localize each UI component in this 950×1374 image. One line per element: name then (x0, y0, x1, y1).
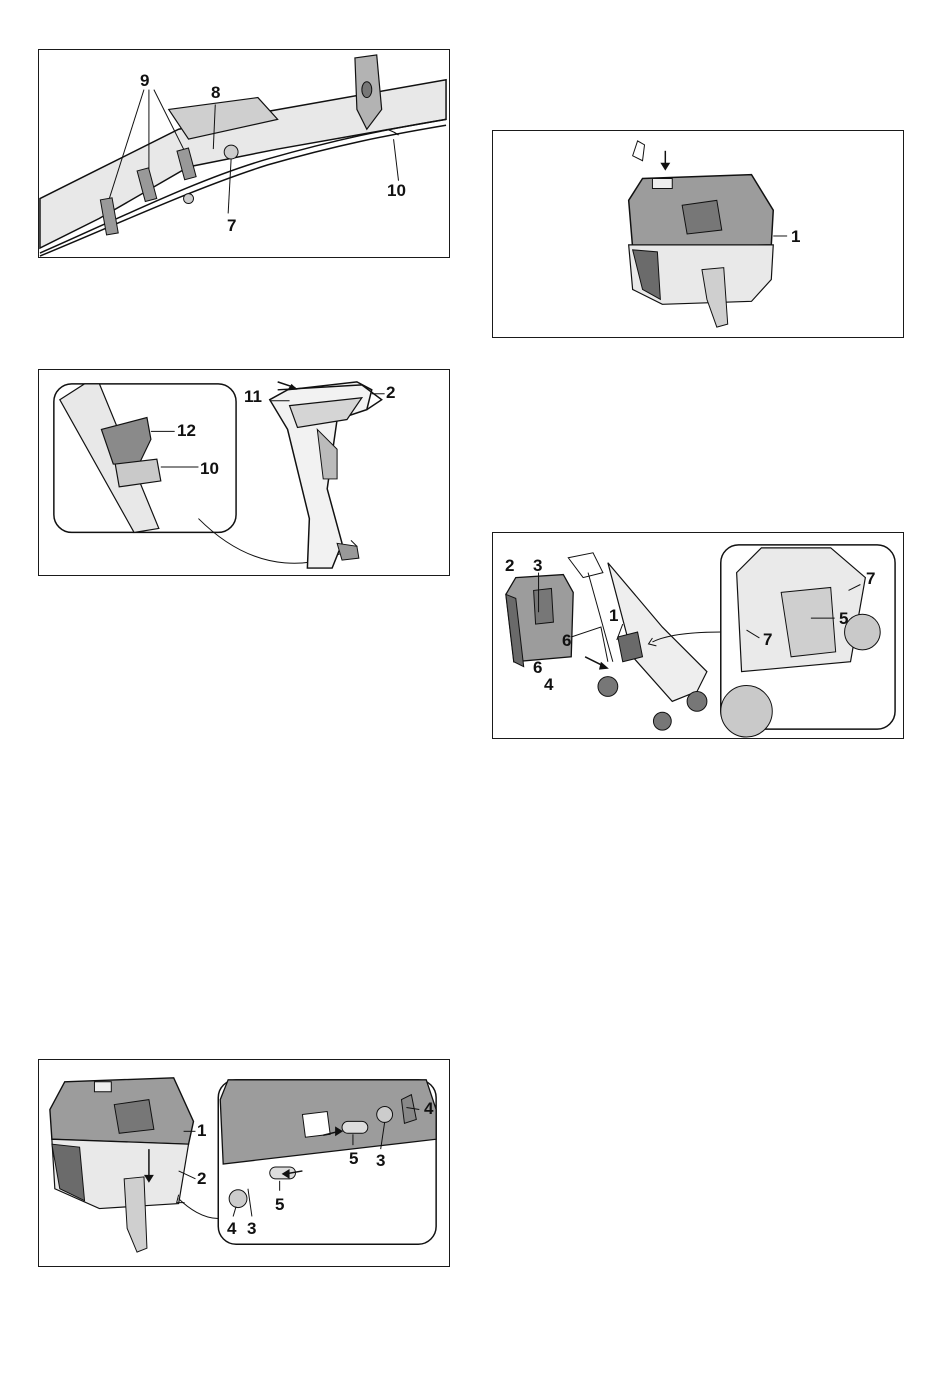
callout-3: 3 (376, 1152, 385, 1169)
callout-2: 2 (505, 557, 514, 574)
callout-5: 5 (349, 1150, 358, 1167)
callout-9: 9 (140, 72, 149, 89)
callout-1: 1 (197, 1122, 206, 1139)
callout-7: 7 (227, 217, 236, 234)
box-assembly-illustration (39, 1060, 449, 1266)
callout-6: 6 (533, 659, 542, 676)
cable-routing-illustration (39, 50, 449, 257)
callout-3: 3 (247, 1220, 256, 1237)
callout-11: 11 (244, 388, 262, 405)
callout-3: 3 (533, 557, 542, 574)
callout-4: 4 (544, 676, 553, 693)
callout-7: 7 (763, 631, 772, 648)
callout-10: 10 (387, 182, 406, 199)
figure-handle-clip: 11 2 12 10 (38, 369, 450, 576)
callout-6: 6 (562, 632, 571, 649)
callout-4: 4 (424, 1100, 433, 1117)
callout-1: 1 (791, 228, 800, 245)
figure-cover-press: 1 (492, 130, 904, 338)
figure-box-install: 2 3 1 6 6 4 7 7 5 (492, 532, 904, 739)
callout-2: 2 (197, 1170, 206, 1187)
callout-8: 8 (211, 84, 220, 101)
callout-7: 7 (866, 570, 875, 587)
callout-4: 4 (227, 1220, 236, 1237)
callout-5: 5 (839, 610, 848, 627)
callout-2: 2 (386, 384, 395, 401)
figure-box-assembly: 1 2 4 5 5 3 4 3 (38, 1059, 450, 1267)
box-install-illustration (493, 533, 903, 738)
cover-press-illustration (493, 131, 903, 337)
callout-12: 12 (177, 422, 196, 439)
callout-10: 10 (200, 460, 219, 477)
callout-5: 5 (275, 1196, 284, 1213)
figure-cable-routing: 9 8 7 10 (38, 49, 450, 258)
callout-1: 1 (609, 607, 618, 624)
